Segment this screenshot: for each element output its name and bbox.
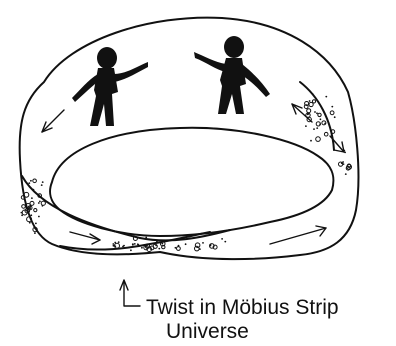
stipple-bubble [330,111,334,115]
stipple-dot [325,96,327,98]
stipple-bubble [307,109,311,113]
stipple-shading [21,93,352,252]
stipple-dot [316,127,318,129]
stipple-dot [122,246,124,248]
stipple-dot [21,212,23,214]
twist-edge-upper [22,176,230,240]
stipple-dot [134,243,136,245]
stipple-dot [34,232,36,234]
stipple-bubble [339,162,343,166]
stipple-dot [312,93,314,95]
stipple-dot [132,244,134,246]
stipple-dot [343,163,345,165]
stipple-dot [345,173,347,175]
stipple-bubble [33,179,37,183]
stipple-dot [38,194,40,196]
stipple-dot [39,201,41,203]
stipple-bubble [177,247,181,251]
stipple-dot [313,128,315,130]
stipple-dot [314,111,316,113]
stipple-dot [202,242,204,244]
stipple-dot [38,202,40,204]
stipple-dot [310,140,312,142]
stipple-dot [138,244,140,246]
stipple-dot [42,205,44,207]
stipple-bubble [316,137,321,142]
stipple-dot [33,189,35,191]
stipple-bubble [309,102,313,106]
stipple-dot [38,216,40,218]
stipple-dot [118,241,120,243]
stipple-dot [114,245,116,247]
stipple-dot [145,246,147,248]
stipple-dot [30,214,32,216]
stipple-dot [175,247,177,249]
stipple-dot [344,152,346,154]
stipple-dot [41,184,43,186]
stipple-dot [308,113,310,115]
stipple-dot [161,243,163,245]
stipple-dot [158,248,160,250]
arrow-bottom-left [70,232,100,244]
stipple-dot [224,241,226,243]
stipple-dot [139,237,141,239]
stipple-dot [112,243,114,245]
stipple-dot [31,197,33,199]
stipple-dot [145,237,147,239]
stipple-bubble [22,205,26,209]
strip-outer-edge [20,18,359,260]
stipple-dot [42,181,44,183]
caption-line-1: Twist in Möbius Strip [146,296,339,319]
stipple-dot [309,100,311,102]
arrow-left-side [42,110,64,132]
stipple-bubble [324,132,328,136]
caption-line-2: Universe [166,320,249,343]
stipple-dot [305,125,307,127]
stipple-dot [178,245,180,247]
stipple-dot [130,249,132,251]
stipple-dot [185,243,187,245]
stipple-dot [29,222,31,224]
stipple-dot [155,245,157,247]
strip-inner-edge [50,128,333,236]
arrow-bottom-right [270,226,326,244]
stipple-dot [156,240,158,242]
left-person-figure [72,47,148,126]
stipple-bubble [30,201,34,205]
arrow-right-lower [330,136,344,152]
stipple-dot [34,227,36,229]
stipple-bubble [318,113,321,116]
stipple-dot [221,238,223,240]
stipple-dot [141,247,143,249]
stipple-bubble [312,100,315,103]
stipple-dot [320,118,322,120]
stipple-dot [334,116,336,118]
stipple-bubble [41,201,45,205]
stipple-dot [35,223,37,225]
right-person-figure [194,36,270,114]
stipple-dot [28,206,30,208]
stipple-dot [113,245,115,247]
stipple-dot [331,106,333,108]
stipple-dot [343,150,345,152]
stipple-bubble [34,209,37,212]
stipple-dot [28,182,30,184]
stipple-dot [30,180,32,182]
stipple-dot [21,214,23,216]
